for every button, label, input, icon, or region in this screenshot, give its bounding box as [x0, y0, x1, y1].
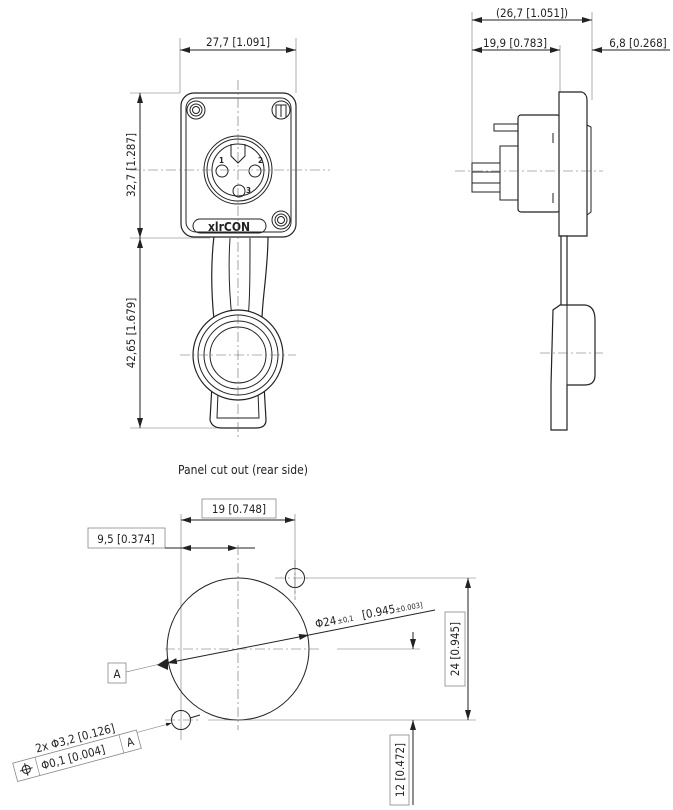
side-cap — [550, 304, 596, 431]
panel-cutout: Panel cut out (rear side) 19 [0.748] 9,5… — [12, 463, 476, 806]
rear-depth-dimension: 19,9 [0.783] — [483, 36, 547, 50]
pin-3 — [232, 184, 246, 198]
pin-1 — [215, 164, 229, 178]
height-dimension: 24 [0.945] — [448, 622, 462, 676]
side-flange — [558, 91, 588, 237]
strap-length-dimension: 42,65 [1.679] — [124, 298, 138, 369]
cap-strap — [211, 235, 269, 321]
pin-label: 2 — [258, 156, 263, 165]
front-view: 27,7 [1.091] 32,7 [1.287] 42,65 [1.679] … — [124, 35, 330, 440]
brand-label: xlrCON — [208, 220, 250, 234]
width-dimension: 27,7 [1.091] — [206, 35, 270, 49]
overall-depth-dimension: (26,7 [1.051]) — [496, 6, 568, 20]
svg-text:Φ24±0,1[0.945±0.003]: Φ24±0,1[0.945±0.003] — [314, 596, 424, 631]
neutrik-logo-icon — [271, 100, 291, 120]
position-datum: A — [125, 734, 135, 749]
flange — [180, 92, 297, 238]
pin-2 — [248, 164, 262, 178]
datum-label: A — [113, 667, 120, 681]
front-depth-dimension: 6,8 [0.268] — [609, 36, 666, 50]
hole-spacing-dimension: 19 [0.748] — [212, 502, 266, 516]
side-view: (26,7 [1.051]) 19,9 [0.783] 6,8 [0.268] — [455, 6, 670, 431]
diameter-dimension: Φ24±0,1[0.945±0.003] — [314, 596, 424, 631]
panel-cutout-title: Panel cut out (rear side) — [178, 463, 308, 477]
pin-label: 3 — [246, 186, 251, 195]
datum-triangle-icon — [157, 658, 168, 670]
mounting-hole — [271, 210, 291, 230]
flange-height-dimension: 32,7 [1.287] — [124, 133, 138, 197]
pin-label: 1 — [219, 156, 224, 165]
hole-callout: 2x Φ3,2 [0.126] Φ0,1 [0.004] A — [12, 721, 142, 783]
position-tolerance-icon — [19, 762, 33, 776]
connector-body — [517, 114, 561, 213]
mounting-hole — [186, 100, 206, 120]
half-spacing-dimension: 9,5 [0.374] — [97, 532, 154, 546]
half-height-dimension: 12 [0.472] — [393, 743, 407, 797]
